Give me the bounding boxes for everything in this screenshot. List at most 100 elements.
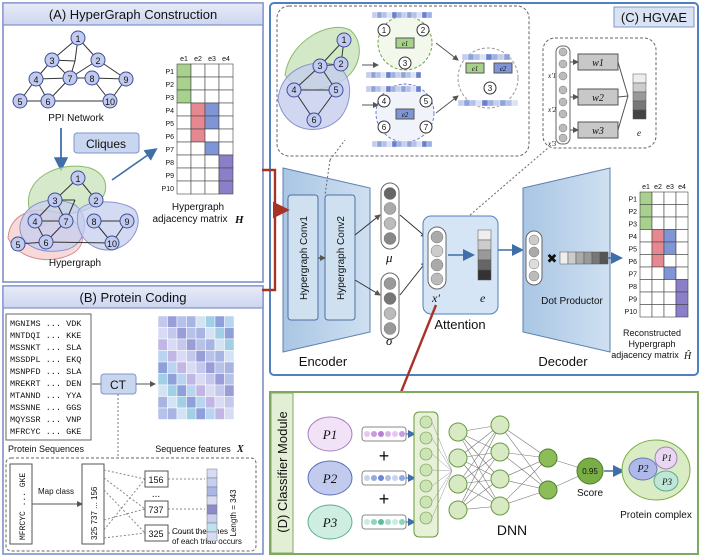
- matrix-cell: [663, 216, 677, 230]
- inset-stripe: [400, 85, 407, 93]
- dnn-input-edge: [431, 470, 453, 503]
- inset-arrow: [435, 42, 459, 61]
- dot-operator: ✖: [547, 251, 558, 266]
- mu-label: μ: [385, 250, 393, 265]
- attn-node: [430, 230, 444, 244]
- matrix-row-header: P6: [165, 134, 174, 141]
- panel-b-title: (B) Protein Coding: [80, 290, 187, 305]
- embedding-node: [378, 431, 384, 437]
- edge-e1-box: [395, 37, 415, 49]
- graph-node-label: 8: [89, 74, 94, 84]
- graph-node-label: 2: [93, 196, 98, 206]
- inset-stripe: [426, 11, 433, 19]
- inset-stripe: [385, 85, 392, 93]
- inset-stripe: [475, 99, 483, 107]
- dot-cell: [599, 251, 609, 265]
- weight-feature-node: [558, 47, 568, 57]
- feature-cell: [195, 350, 206, 363]
- inset-stripe: [391, 11, 398, 19]
- inset-graph-node: [336, 32, 352, 48]
- dot-cell: [559, 251, 569, 265]
- length-cell: [206, 504, 218, 515]
- feature-cell: [186, 350, 197, 363]
- dnn-input-edge: [431, 470, 453, 487]
- dnn-node: [448, 474, 468, 494]
- embedding-node: [399, 431, 405, 437]
- matrix-cell: [663, 254, 677, 268]
- length-cell: [206, 495, 218, 506]
- count-line-1: Count the times: [172, 527, 228, 536]
- graph-node: [40, 93, 56, 109]
- inset-stripe: [406, 140, 413, 148]
- length-vector: [206, 468, 218, 542]
- panel-b: (B) Protein Coding MGNIMS ... VDKMNTDQI …: [2, 285, 264, 555]
- inset-stripe: [395, 71, 402, 79]
- inset-stripe: [376, 11, 383, 19]
- matrix-cell: [651, 216, 665, 230]
- inset-graph-node-label: 5: [333, 85, 338, 95]
- weight-feature-frame: [555, 45, 571, 145]
- matrix-cell: [218, 167, 234, 182]
- protein-complex: P2 P1 P3 Protein complex: [620, 439, 692, 521]
- dec-node: [528, 234, 540, 246]
- inset-stripe: [365, 85, 372, 93]
- matrix-col-header: e4: [678, 184, 686, 191]
- weight-feature-node: [558, 59, 568, 69]
- attention-label: Attention: [434, 317, 485, 332]
- feature-cell: [176, 327, 187, 340]
- inset-node: [398, 56, 412, 70]
- matrix-cell: [204, 154, 220, 169]
- embedding-node: [378, 519, 384, 525]
- sequence-features-grid: [157, 315, 235, 420]
- feature-cell: [176, 361, 187, 374]
- matrix-cell: [651, 204, 665, 218]
- matrix-cell: [663, 304, 677, 318]
- protein-sequence: MGNIMS ... VDK: [10, 319, 82, 329]
- matrix-cell: [651, 229, 665, 243]
- feature-cell: [224, 407, 235, 420]
- matrix-cell: [651, 241, 665, 255]
- protein-ellipse: [307, 460, 353, 496]
- dot-cell: [583, 251, 593, 265]
- protein-sequence: MSNPFD ... SLA: [10, 367, 82, 377]
- graph-node-label: 1: [75, 34, 80, 44]
- matrix-cell: [176, 76, 192, 91]
- sigma-node: [383, 277, 397, 290]
- weight-feature-node: [558, 123, 568, 133]
- feature-cell: [214, 350, 225, 363]
- features-symbol: X: [236, 444, 244, 455]
- feature-cell: [176, 373, 187, 386]
- matrix-row-header: P10: [162, 186, 175, 193]
- embedding-node: [392, 519, 398, 525]
- ppi-network-label: PPI Network: [48, 113, 105, 124]
- matrix-row-header: P2: [165, 82, 174, 89]
- feature-cell: [157, 396, 168, 409]
- feature-cell: [176, 396, 187, 409]
- concat-node: [419, 495, 433, 509]
- matrix-row-header: P2: [628, 209, 637, 216]
- weight-feature-node: [558, 109, 568, 119]
- protein-label: P2: [322, 471, 338, 486]
- embedding-node: [392, 475, 398, 481]
- matrix-cell: [675, 254, 689, 268]
- matrix-cell: [218, 89, 234, 104]
- concat-node: [419, 511, 433, 525]
- cluster-e2-box: [493, 62, 513, 74]
- class-value-1: 156: [148, 475, 163, 485]
- graph-node-label: 1: [75, 174, 80, 184]
- inset-node-label: 4: [382, 97, 387, 106]
- feature-cell: [205, 350, 216, 363]
- complex-label: Protein complex: [620, 510, 692, 521]
- x-prime-label: x': [431, 291, 440, 305]
- inset-stripe: [385, 71, 392, 79]
- protein-label: P3: [322, 515, 338, 530]
- matrix-cell: [639, 254, 653, 268]
- graph-node: [86, 213, 102, 229]
- panel-a-title: (A) HyperGraph Construction: [49, 7, 217, 22]
- length-cell: [206, 468, 218, 479]
- dec-node: [528, 258, 540, 270]
- inset-graph-node-label: 1: [341, 35, 346, 45]
